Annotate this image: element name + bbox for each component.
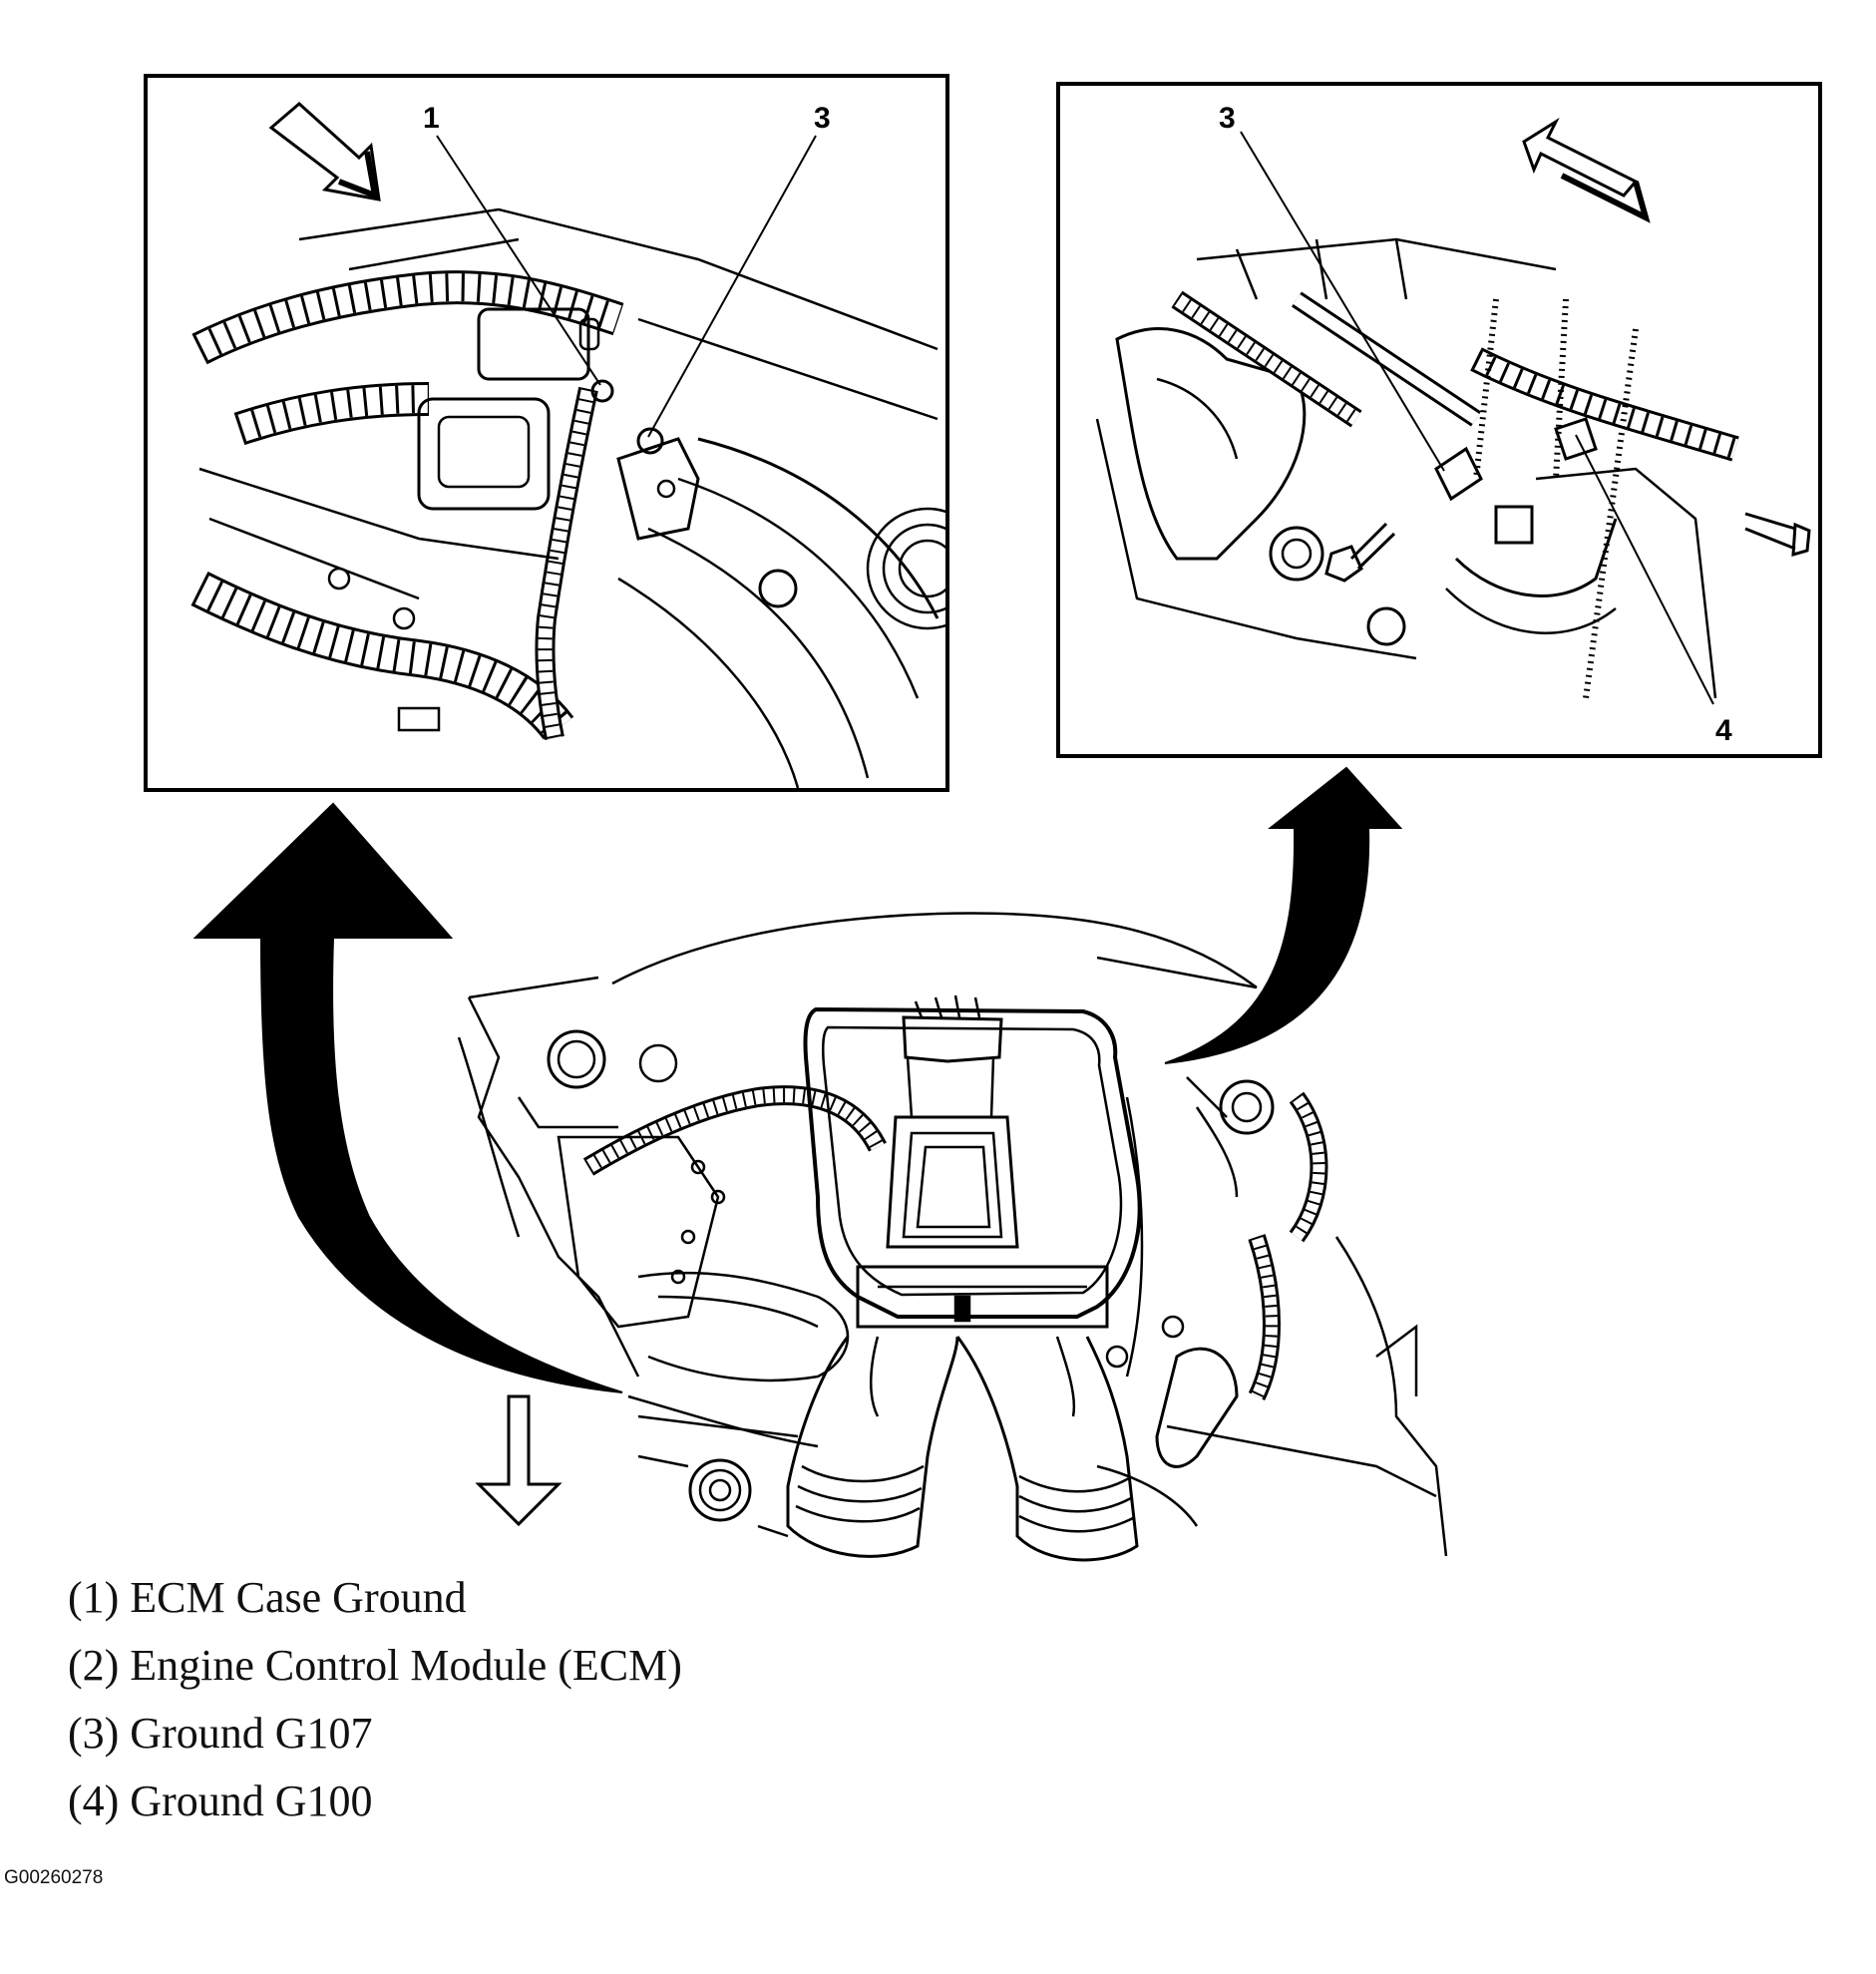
- legend-item-2: (2) Engine Control Module (ECM): [68, 1641, 682, 1690]
- direction-arrow-icon: [1522, 117, 1639, 197]
- legend-item-4: (4) Ground G100: [68, 1777, 373, 1825]
- right-callout-3: 3: [1219, 102, 1236, 135]
- right-inset: 3 4: [1056, 82, 1822, 758]
- front-direction-arrow-icon: [475, 1394, 563, 1527]
- legend-item-3: (3) Ground G107: [68, 1709, 373, 1758]
- left-callout-1: 1: [423, 102, 440, 135]
- figure-id: G00260278: [4, 1867, 104, 1888]
- main-engine-view: [457, 912, 1448, 1562]
- right-callout-4: 4: [1715, 714, 1732, 747]
- direction-arrow-icon: [268, 102, 381, 201]
- legend-item-1: (1) ECM Case Ground: [68, 1573, 467, 1622]
- legend: (1) ECM Case Ground (2) Engine Control M…: [68, 1564, 682, 1835]
- left-callout-3: 3: [814, 102, 831, 135]
- pointer-arrow-right: [1164, 766, 1403, 1064]
- left-inset: 1 3: [144, 74, 949, 792]
- pointer-arrow-left: [192, 802, 623, 1393]
